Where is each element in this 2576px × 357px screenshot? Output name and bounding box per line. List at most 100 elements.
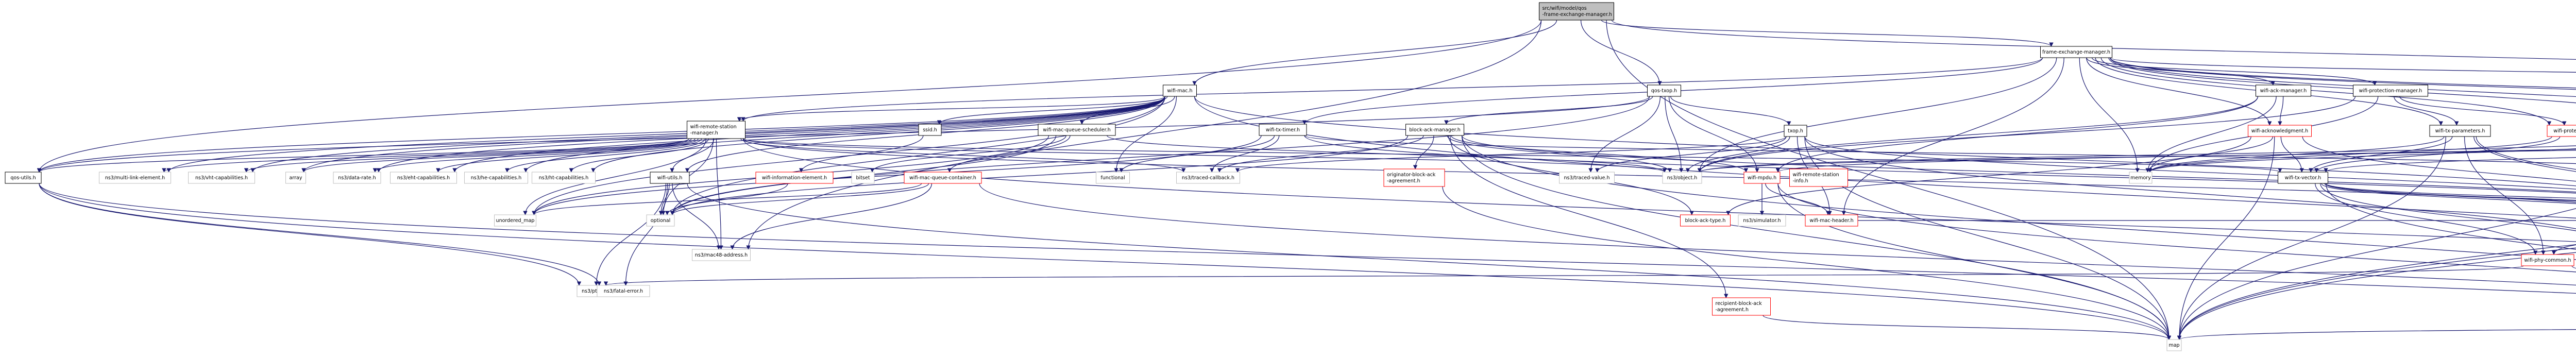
edge-protmgr-to-txparams (2394, 96, 2459, 126)
node-box (1789, 168, 1848, 187)
node-rsm[interactable]: wifi-remote-station-manager.h (687, 121, 745, 139)
node-label: ssid.h (923, 127, 937, 133)
node-infoel[interactable]: wifi-information-element.h (755, 172, 834, 184)
edge-txop-to-tracedcb (1235, 136, 1787, 173)
node-box (597, 285, 650, 297)
edge-ackmgr-to-object (1697, 96, 2259, 173)
node-label: ns3/object.h (1667, 175, 1698, 181)
edge-fem-to-protmgr (2091, 57, 2377, 86)
node-oba[interactable]: originator-block-ack-agreement.h (1383, 168, 1445, 187)
node-label: wifi-tx-parameters.h (2435, 128, 2485, 134)
node-box (390, 172, 457, 184)
node-bam[interactable]: block-ack-manager.h (1405, 124, 1464, 136)
node-phycommon[interactable]: wifi-phy-common.h (2521, 254, 2574, 266)
node-label: array (290, 175, 302, 181)
node-label: ns3/traced-callback.h (1182, 175, 1234, 181)
node-ssid[interactable]: ssid.h (918, 124, 942, 136)
node-box (1539, 2, 1614, 21)
node-box (333, 172, 381, 184)
edge-mpdu-to-list (1777, 183, 2576, 273)
edge-bam-to-rba (1450, 135, 1728, 298)
edge-ack-to-map (2177, 136, 2275, 340)
node-label: functional (1100, 175, 1125, 181)
node-box (1559, 172, 1615, 184)
node-label: ns3/he-capabilities.h (471, 175, 522, 181)
edge-fem-to-memory (2079, 57, 2140, 173)
node-label: wifi-mpdu.h (1748, 175, 1776, 181)
node-prot[interactable]: wifi-protection.h (2547, 125, 2576, 137)
edge-bam-to-list (1461, 135, 2576, 260)
node-qosutils[interactable]: qos-utils.h (5, 172, 42, 184)
edge-rsm-to-eht (436, 138, 702, 173)
node-label: map (2168, 343, 2179, 348)
edge-wifimac-to-optional (670, 96, 1166, 215)
node-tracedval: ns3/traced-value.h (1559, 172, 1615, 184)
edge-mqcont-to-optional (670, 183, 929, 215)
edge-txtimer-to-eventid (1304, 135, 2576, 164)
node-label: wifi-utils.h (657, 175, 683, 181)
node-box (2353, 84, 2428, 97)
edge-wifiutils-to-map (687, 183, 2172, 340)
node-qostxop[interactable]: qos-txop.h (1647, 84, 1681, 97)
edge-wifimac-to-qosutils (37, 96, 1166, 173)
node-bat[interactable]: block-ack-type.h (1680, 214, 1731, 227)
node-txparams[interactable]: wifi-tx-parameters.h (2429, 125, 2491, 137)
node-wifiutils[interactable]: wifi-utils.h (650, 172, 690, 184)
node-he: ns3/he-capabilities.h (464, 172, 528, 184)
node-eht: ns3/eht-capabilities.h (390, 172, 457, 184)
edge-wifiutils-to-fatal (623, 183, 668, 286)
node-label: -agreement.h (1387, 178, 1420, 184)
node-ack[interactable]: wifi-acknowledgment.h (2248, 125, 2312, 137)
node-label: optional (651, 218, 671, 224)
edge-txop-to-vector (1804, 136, 2576, 229)
edge-mqsched-to-object (1107, 135, 1667, 173)
node-box (687, 121, 745, 139)
node-label: -info.h (1793, 178, 1808, 184)
edge-root-to-qostxop (1580, 20, 1662, 86)
node-box (285, 172, 306, 184)
node-txtimer[interactable]: wifi-tx-timer.h (1259, 124, 1307, 136)
node-root[interactable]: src/wifi/model/qos-frame-exchange-manage… (1539, 2, 1614, 21)
edge-standards-to-map (2177, 329, 2576, 340)
node-machdr[interactable]: wifi-mac-header.h (1805, 214, 1858, 227)
node-label: recipient-block-ack (1716, 301, 1762, 307)
node-label: -agreement.h (1716, 307, 1749, 313)
edge-qosutils-to-ptr (39, 183, 582, 286)
node-txop[interactable]: txop.h (1784, 125, 1807, 137)
node-rba[interactable]: recipient-block-ack-agreement.h (1712, 297, 1771, 316)
edge-ackmgr-to-memory (2145, 96, 2277, 173)
node-protmgr[interactable]: wifi-protection-manager.h (2353, 84, 2428, 97)
node-wifimac[interactable]: wifi-mac.h (1163, 84, 1197, 97)
node-box (904, 172, 982, 184)
node-ackmgr[interactable]: wifi-ack-manager.h (2256, 84, 2311, 97)
node-mpdu[interactable]: wifi-mpdu.h (1743, 172, 1781, 184)
edge-qosutils-to-list (39, 183, 2576, 294)
node-txvector[interactable]: wifi-tx-vector.h (2278, 172, 2328, 184)
node-box (1096, 172, 1130, 184)
node-box (1038, 124, 1116, 136)
node-map: map (2166, 339, 2182, 351)
node-mqsched[interactable]: wifi-mac-queue-scheduler.h (1038, 124, 1116, 136)
edge-qostxop-to-tracedval (1588, 96, 1661, 173)
edge-txvector-to-phycommon (2315, 183, 2538, 255)
node-fem[interactable]: frame-exchange-manager.h (2040, 46, 2112, 58)
edge-wifimac-to-ht (591, 96, 1166, 173)
node-box (5, 172, 42, 184)
node-mqcont[interactable]: wifi-mac-queue-container.h (904, 172, 982, 184)
edge-fem-to-object (1697, 57, 2057, 173)
node-bitset: bitset (851, 172, 875, 184)
node-box (650, 172, 690, 184)
edge-fem-to-psdu (2109, 57, 2576, 97)
node-box (2278, 172, 2328, 184)
node-label: ns3/mac48-address.h (695, 252, 748, 258)
node-box (1738, 214, 1786, 227)
node-box (1163, 84, 1197, 97)
node-layer: src/wifi/model/qos-frame-exchange-manage… (5, 2, 2576, 351)
edge-phyent-to-txvector (2324, 157, 2576, 173)
node-box (464, 172, 528, 184)
node-box (2129, 172, 2153, 184)
node-rsinfo[interactable]: wifi-remote-station-info.h (1789, 168, 1848, 187)
node-box (1712, 297, 1771, 316)
node-mac48: ns3/mac48-address.h (692, 249, 751, 261)
